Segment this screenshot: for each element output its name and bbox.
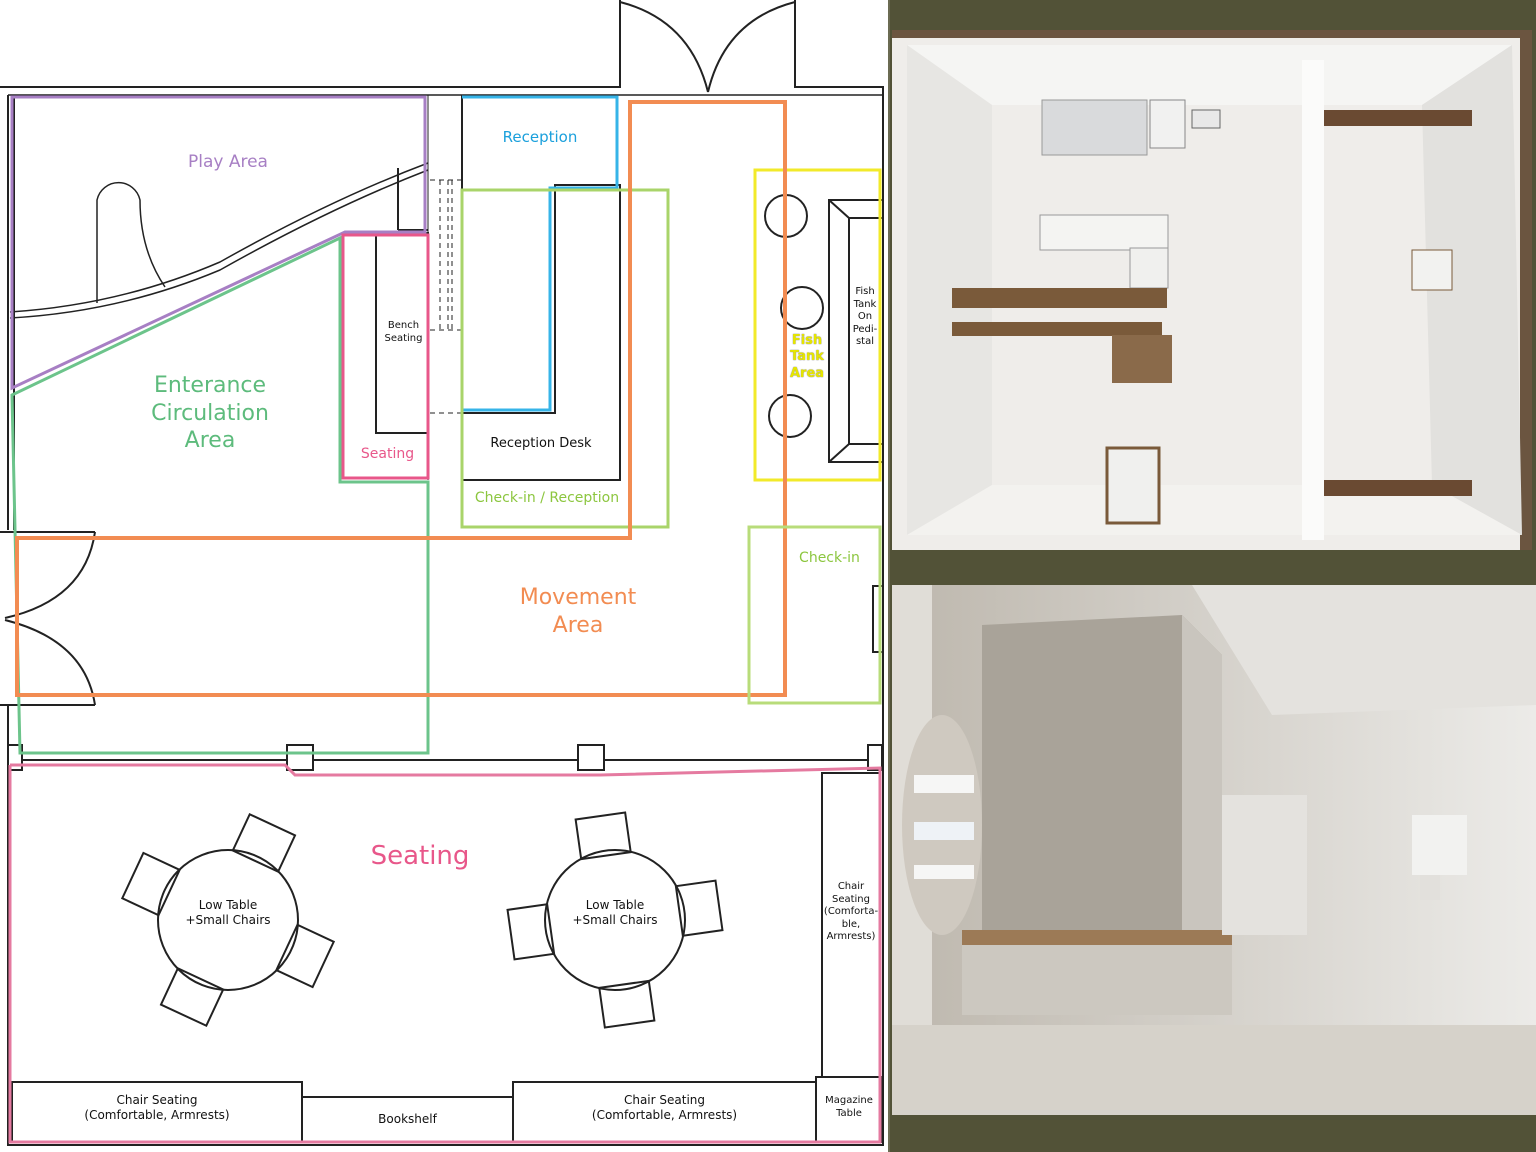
chair-seating-right-label: Chair Seating (Comforta- ble, Armrests) bbox=[823, 881, 879, 942]
play-area-label: Play Area bbox=[188, 152, 268, 172]
seating-label: Seating bbox=[370, 841, 470, 871]
model-top-view-photo bbox=[892, 30, 1532, 550]
magazine-table-label: Magazine Table bbox=[825, 1095, 873, 1119]
floor-plan: Play Area Reception Enterance Circulatio… bbox=[0, 0, 884, 1146]
low-table-2-label: Low Table +Small Chairs bbox=[572, 898, 658, 927]
bookshelf-label: Bookshelf bbox=[378, 1112, 437, 1126]
bench-seating-label: Bench Seating bbox=[384, 320, 423, 344]
check-in-label: Check-in bbox=[799, 550, 860, 566]
fish-tank-area-label: Fish Tank Area bbox=[789, 333, 825, 381]
chair-seating-left-label: Chair Seating (Comfortable, Armrests) bbox=[84, 1093, 230, 1122]
entrance-circulation-label: Enterance Circulation Area bbox=[151, 373, 269, 453]
chair-seating-mid-label: Chair Seating (Comfortable, Armrests) bbox=[591, 1093, 738, 1122]
movement-area-label: Movement Area bbox=[519, 585, 637, 638]
floor-plan-drawing bbox=[0, 0, 884, 1146]
fish-tank-label: Fish Tank On Pedi- stal bbox=[852, 286, 878, 347]
bench-seating-zone-label: Seating bbox=[360, 446, 415, 462]
reception-label: Reception bbox=[502, 128, 578, 146]
check-in-reception-label: Check-in / Reception bbox=[474, 490, 620, 506]
model-photos-panel bbox=[890, 0, 1536, 1152]
model-interior-photo bbox=[892, 585, 1536, 1115]
reception-desk-label: Reception Desk bbox=[490, 436, 592, 451]
low-table-1-label: Low Table +Small Chairs bbox=[185, 898, 271, 927]
